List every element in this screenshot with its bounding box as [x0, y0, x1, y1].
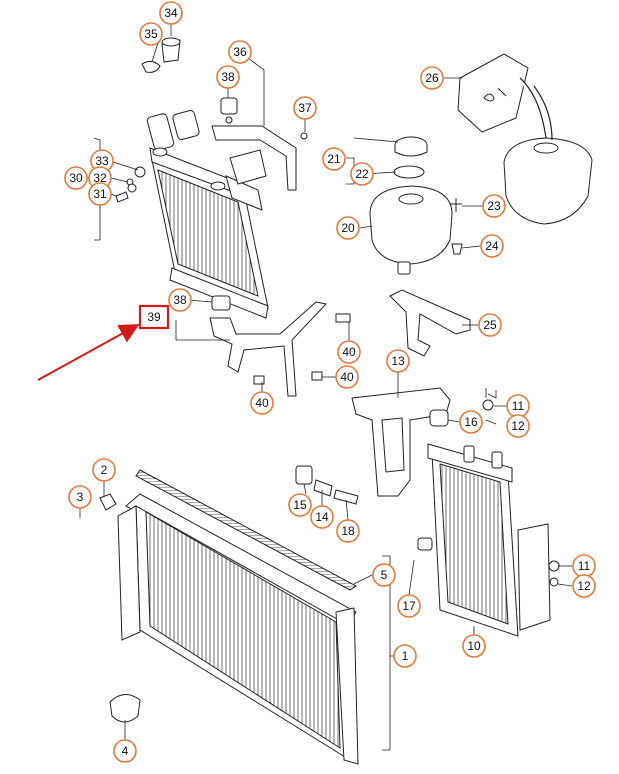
callout-14: 14 [310, 505, 334, 529]
callout-15: 15 [288, 493, 312, 517]
svg-text:2: 2 [101, 463, 108, 477]
callout-40-b: 40 [335, 365, 359, 389]
main-radiator [100, 470, 358, 764]
svg-text:12: 12 [511, 419, 525, 433]
auxiliary-radiator-lower [418, 400, 559, 636]
svg-text:23: 23 [487, 199, 501, 213]
highlight-arrow [37, 324, 140, 381]
svg-text:37: 37 [298, 101, 312, 115]
svg-text:32: 32 [93, 171, 107, 185]
svg-text:26: 26 [425, 71, 439, 85]
svg-text:10: 10 [467, 639, 481, 653]
svg-text:12: 12 [577, 579, 591, 593]
callout-11-upper: 11 [506, 394, 530, 418]
expansion-tank-rear [458, 54, 592, 224]
svg-text:24: 24 [485, 239, 499, 253]
bracket-upper [212, 98, 296, 190]
pump-bracket [352, 388, 450, 496]
callout-22: 22 [350, 162, 374, 186]
svg-text:40: 40 [342, 345, 356, 359]
callout-12-lower: 12 [572, 574, 596, 598]
callout-31: 31 [88, 182, 112, 206]
callout-5: 5 [372, 563, 396, 587]
callout-3: 3 [68, 485, 92, 509]
svg-text:3: 3 [77, 490, 84, 504]
callout-24: 24 [480, 234, 504, 258]
callout-11-lower: 11 [572, 554, 596, 578]
callout-13: 13 [386, 349, 410, 373]
svg-text:38: 38 [221, 70, 235, 84]
callout-40-a: 40 [337, 340, 361, 364]
coolant-hose [142, 38, 180, 72]
svg-text:4: 4 [122, 744, 129, 758]
svg-text:18: 18 [341, 524, 355, 538]
callout-12-upper: 12 [506, 414, 530, 438]
svg-text:31: 31 [93, 187, 107, 201]
callout-23: 23 [482, 194, 506, 218]
svg-text:33: 33 [95, 154, 109, 168]
svg-text:17: 17 [402, 599, 416, 613]
callout-16: 16 [459, 410, 483, 434]
callout-35: 35 [139, 22, 163, 46]
callout-26: 26 [420, 66, 444, 90]
svg-text:36: 36 [233, 45, 247, 59]
callout-4: 4 [113, 739, 137, 763]
callout-18: 18 [336, 519, 360, 543]
svg-text:5: 5 [381, 568, 388, 582]
svg-text:40: 40 [255, 396, 269, 410]
highlighted-callout-39[interactable]: 39 [138, 304, 170, 330]
tank-bracket [390, 198, 470, 356]
svg-text:15: 15 [293, 498, 307, 512]
svg-text:14: 14 [315, 510, 329, 524]
expansion-tank-front [370, 137, 452, 274]
svg-text:35: 35 [144, 27, 158, 41]
callout-1: 1 [393, 644, 417, 668]
svg-text:16: 16 [464, 415, 478, 429]
svg-text:11: 11 [512, 399, 525, 413]
callout-10: 10 [462, 634, 486, 658]
callout-20: 20 [336, 216, 360, 240]
svg-text:39: 39 [147, 310, 161, 324]
callout-34: 34 [159, 1, 183, 25]
callout-25: 25 [478, 313, 502, 337]
svg-text:22: 22 [355, 167, 369, 181]
coolant-pump [296, 466, 358, 504]
svg-text:11: 11 [578, 559, 591, 573]
auxiliary-radiator-upper [146, 110, 268, 318]
svg-text:40: 40 [340, 370, 354, 384]
svg-text:21: 21 [327, 152, 341, 166]
svg-text:1: 1 [402, 649, 409, 663]
callout-2: 2 [92, 458, 116, 482]
svg-text:25: 25 [483, 318, 497, 332]
svg-text:13: 13 [391, 354, 405, 368]
svg-text:38: 38 [173, 293, 187, 307]
bracket-lower-upper-radiator [210, 296, 350, 396]
callout-17: 17 [397, 594, 421, 618]
callout-37: 37 [293, 96, 317, 120]
callout-40-c: 40 [250, 391, 274, 415]
svg-text:30: 30 [69, 171, 83, 185]
callout-21: 21 [322, 147, 346, 171]
svg-text:20: 20 [341, 221, 355, 235]
callout-38-upper: 38 [216, 65, 240, 89]
svg-text:34: 34 [164, 6, 178, 20]
callout-30: 30 [64, 166, 88, 190]
callout-36: 36 [228, 40, 252, 64]
callout-38-lower: 38 [168, 288, 192, 312]
